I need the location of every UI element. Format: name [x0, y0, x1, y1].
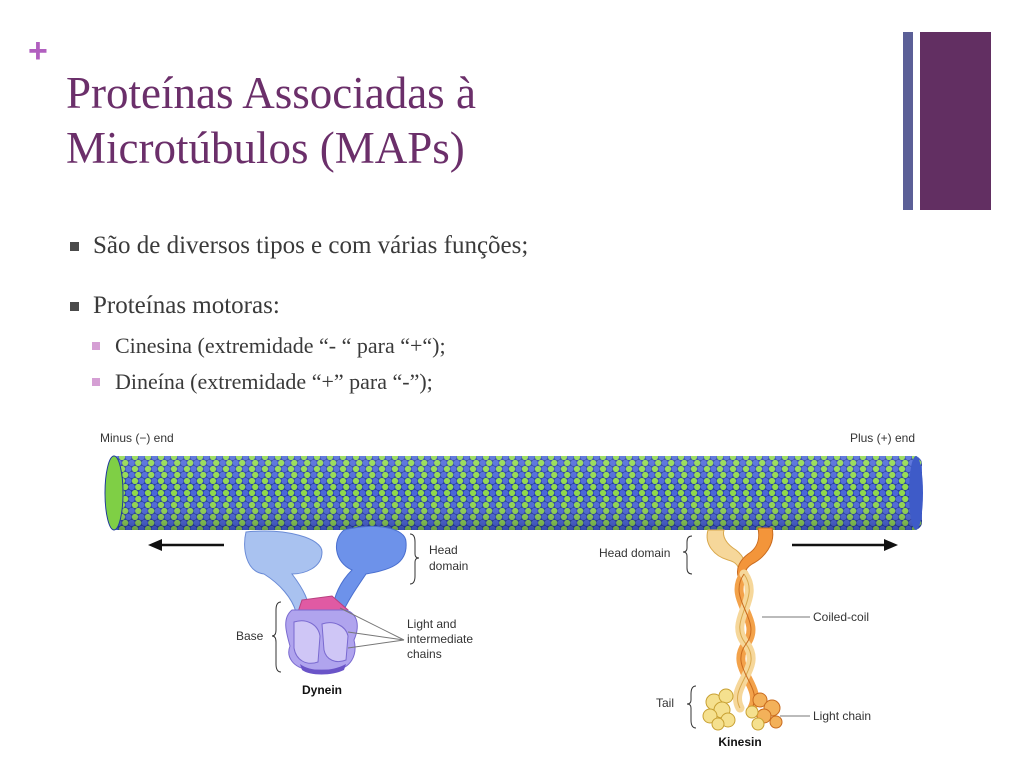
kinesin-direction-arrow [792, 539, 898, 551]
bullet-text: São de diversos tipos e com várias funçõ… [93, 232, 529, 259]
bullet-item: Proteínas motoras: [66, 288, 886, 324]
dynein-chains-label-2: intermediate [407, 632, 473, 646]
slide-title: Proteínas Associadas à Microtúbulos (MAP… [66, 66, 826, 176]
minus-end-label: Minus (−) end [100, 431, 174, 445]
sub-bullet-text: Cinesina (extremidade “- “ para “+“); [115, 333, 446, 358]
title-line-2: Microtúbulos (MAPs) [66, 123, 465, 173]
kinesin-tail-bracket [686, 685, 697, 729]
plus-ornament-icon: + [28, 32, 48, 70]
kinesin-head-bracket [682, 535, 693, 575]
motor-proteins-diagram: Minus (−) end Plus (+) end Head domain B… [100, 431, 923, 749]
kinesin-motor [702, 527, 783, 731]
plus-end-label: Plus (+) end [850, 431, 915, 445]
kinesin-coiled-label: Coiled-coil [813, 610, 869, 624]
square-bullet-icon [70, 301, 79, 311]
kinesin-head-label: Head domain [599, 546, 670, 560]
bullet-item: São de diversos tipos e com várias funçõ… [66, 228, 886, 264]
dynein-name-label: Dynein [302, 683, 342, 697]
kinesin-light-chain-label: Light chain [813, 709, 871, 723]
dynein-head-label-1: Head [429, 543, 458, 557]
square-sub-bullet-icon [92, 342, 100, 350]
sub-bullet-text: Dineína (extremidade “+” para “-”); [115, 369, 433, 394]
square-sub-bullet-icon [92, 378, 100, 386]
dynein-base-label: Base [236, 629, 264, 643]
title-line-1: Proteínas Associadas à [66, 68, 476, 118]
decorative-bar-thick [920, 32, 991, 210]
decorative-bar-thin [903, 32, 913, 210]
square-bullet-icon [70, 241, 79, 251]
sub-bullet-item: Cinesina (extremidade “- “ para “+“); [92, 332, 886, 360]
bullet-list: São de diversos tipos e com várias funçõ… [66, 228, 886, 396]
dynein-chains-label-3: chains [407, 647, 442, 661]
dynein-head-label-2: domain [429, 559, 468, 573]
dynein-head-bracket [409, 533, 420, 585]
dynein-direction-arrow [148, 539, 224, 551]
bullet-text: Proteínas motoras: [93, 292, 280, 319]
dynein-motor [244, 525, 407, 675]
dynein-base-bracket [271, 601, 282, 673]
dynein-chains-label-1: Light and [407, 617, 456, 631]
kinesin-tail-label: Tail [656, 696, 674, 710]
kinesin-name-label: Kinesin [718, 735, 761, 749]
microtubule [104, 455, 923, 531]
dynein-chains-pointers [339, 607, 405, 649]
sub-bullet-item: Dineína (extremidade “+” para “-”); [92, 368, 886, 396]
